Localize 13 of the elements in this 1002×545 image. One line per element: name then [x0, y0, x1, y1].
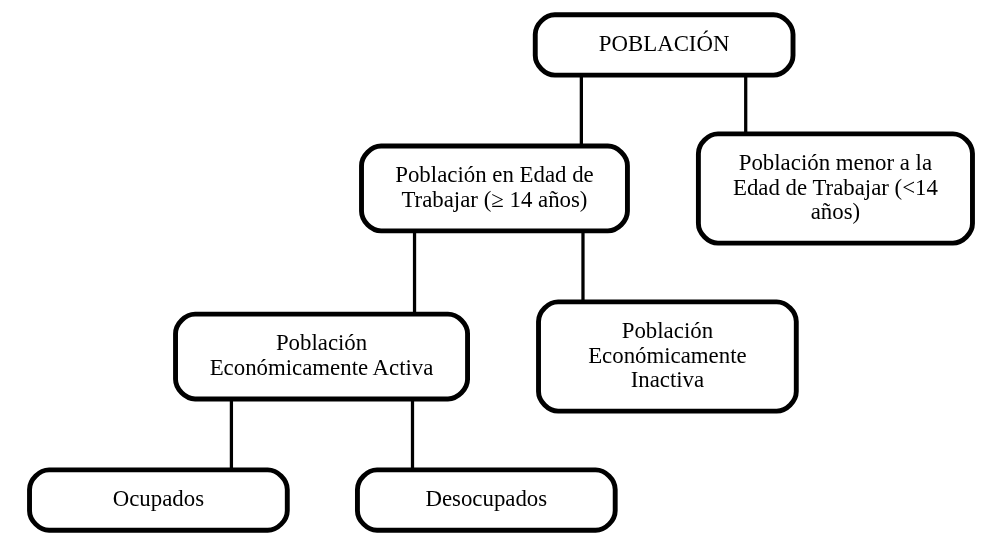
node-box: POBLACIÓN — [532, 12, 796, 78]
connector — [581, 231, 585, 302]
node-box: Población Económicamente Inactiva — [536, 299, 799, 414]
node-box: Población en Edad de Trabajar (≥ 14 años) — [359, 143, 630, 234]
connector — [412, 231, 417, 314]
connector — [410, 399, 415, 470]
node-box: Ocupados — [27, 467, 290, 533]
node-box: Población menor a la Edad de Trabajar (<14 años) — [695, 131, 975, 246]
connector — [579, 75, 583, 146]
node-box: Población Económicamente Activa — [173, 311, 470, 402]
connector — [744, 75, 748, 134]
connector — [229, 399, 234, 470]
node-box: Desocupados — [355, 467, 618, 533]
